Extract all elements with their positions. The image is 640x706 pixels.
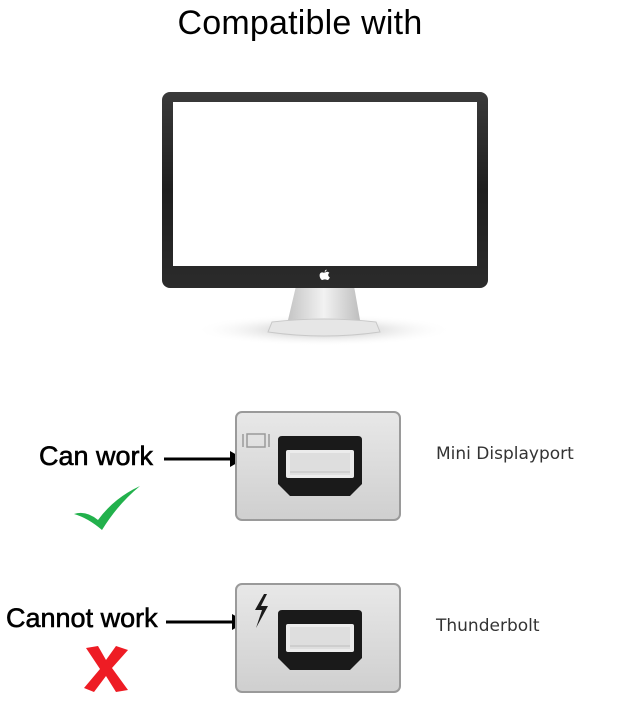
cross-icon (84, 646, 128, 692)
thunderbolt-lightning-icon (255, 594, 268, 628)
monitor-illustration (162, 92, 488, 346)
thunderbolt-label: Thunderbolt (436, 616, 540, 636)
mini-displayport-icon (242, 433, 270, 448)
can-work-label: Can work (39, 441, 154, 472)
page-title: Compatible with (177, 4, 423, 42)
mini-displayport-label: Mini Displayport (436, 444, 574, 464)
cannot-work-label: Cannot work (6, 603, 158, 634)
thunderbolt-port (235, 583, 401, 693)
apple-logo-icon (319, 269, 330, 280)
checkmark-icon (74, 486, 140, 530)
mini-displayport-port (235, 411, 401, 521)
